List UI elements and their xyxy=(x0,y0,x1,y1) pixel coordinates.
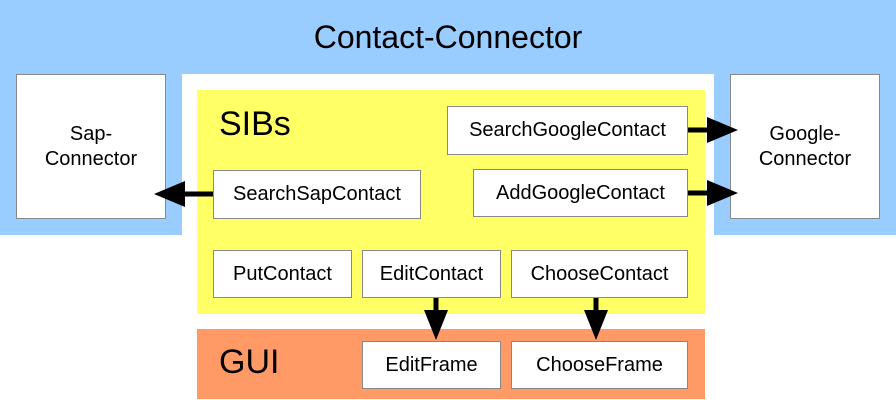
add-google-contact-label: AddGoogleContact xyxy=(495,181,665,204)
arrow-add-google-to-google-connector xyxy=(688,180,738,206)
google-connector-box: Google- Connector xyxy=(730,74,880,219)
search-sap-contact-box: SearchSapContact xyxy=(213,170,421,219)
arrow-search-google-to-google-connector xyxy=(688,117,738,143)
arrow-search-sap-to-sap-connector xyxy=(154,181,213,207)
edit-frame-box: EditFrame xyxy=(362,341,501,389)
edit-contact-box: EditContact xyxy=(362,250,501,298)
edit-contact-label: EditContact xyxy=(379,262,484,285)
diagram-title: Contact-Connector xyxy=(313,19,583,55)
gui-label: GUI xyxy=(219,343,280,381)
search-google-contact-box: SearchGoogleContact xyxy=(447,106,688,155)
arrow-choose-contact-to-choose-frame xyxy=(584,298,608,340)
put-contact-label: PutContact xyxy=(233,262,332,285)
search-google-contact-label: SearchGoogleContact xyxy=(469,119,666,141)
choose-frame-label: ChooseFrame xyxy=(536,353,663,376)
sap-connector-label: Sap- Connector xyxy=(44,122,138,170)
arrow-edit-contact-to-edit-frame xyxy=(424,298,448,340)
google-connector-label: Google- Connector xyxy=(758,122,852,170)
choose-contact-box: ChooseContact xyxy=(511,250,688,298)
put-contact-box: PutContact xyxy=(213,250,352,298)
choose-frame-box: ChooseFrame xyxy=(511,341,688,389)
edit-frame-label: EditFrame xyxy=(385,353,478,376)
sibs-label: SIBs xyxy=(219,105,291,143)
choose-contact-label: ChooseContact xyxy=(530,262,669,285)
sap-connector-box: Sap- Connector xyxy=(16,74,166,219)
search-sap-contact-label: SearchSapContact xyxy=(233,183,401,205)
add-google-contact-box: AddGoogleContact xyxy=(473,169,688,217)
